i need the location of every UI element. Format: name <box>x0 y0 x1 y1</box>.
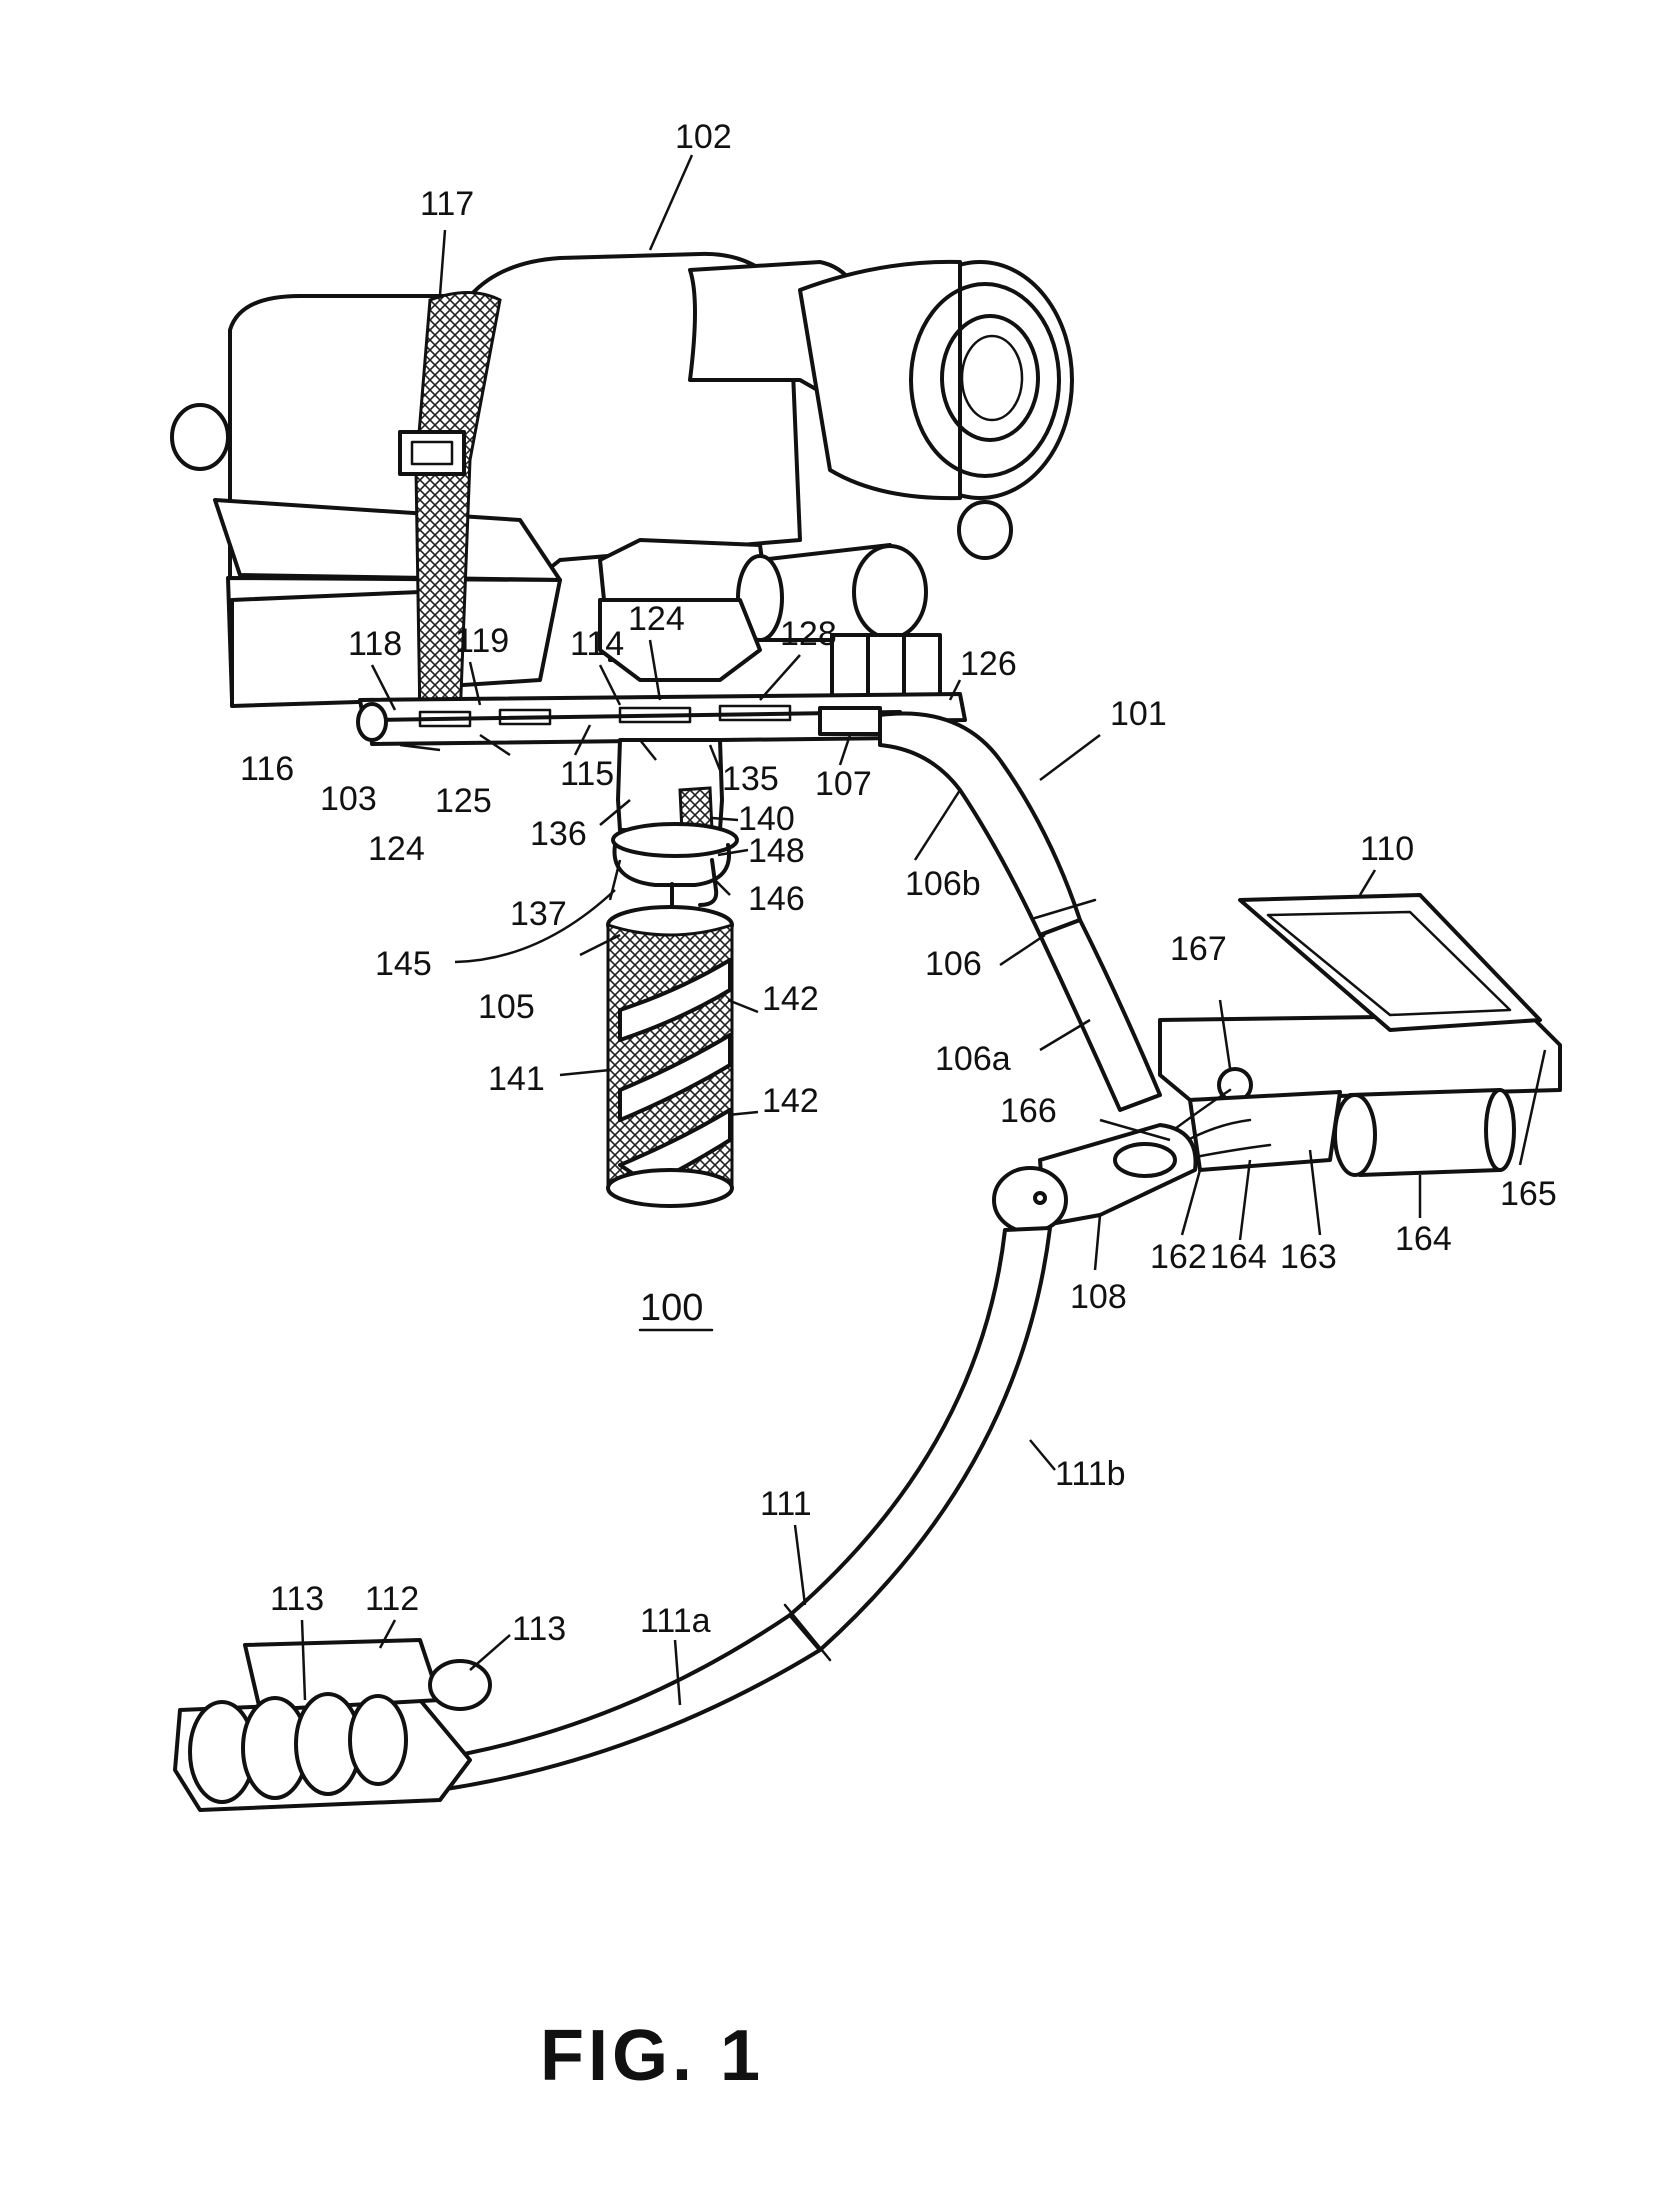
mount-block <box>598 598 762 682</box>
plate-end-knob <box>356 702 388 742</box>
plate-slot-2 <box>498 708 552 726</box>
viewfinder-knob <box>957 500 1013 560</box>
label-106: 106 <box>925 945 982 983</box>
label-112: 112 <box>365 1580 419 1618</box>
label-116: 116 <box>240 750 294 788</box>
label-107: 107 <box>815 765 872 803</box>
label-142-top: 142 <box>762 980 819 1018</box>
label-146: 146 <box>748 880 805 918</box>
label-167: 167 <box>1170 930 1227 968</box>
label-115: 115 <box>560 755 614 793</box>
label-140: 140 <box>738 800 795 838</box>
gimbal-yoke <box>612 843 731 887</box>
lens-barrel-side <box>798 259 962 501</box>
lower-arm-joint <box>783 1603 832 1662</box>
monitor-screen-frame <box>1238 893 1542 1032</box>
lens-ring <box>909 282 1061 478</box>
label-111b: 111b <box>1055 1455 1126 1493</box>
arm-106a <box>1038 918 1162 1112</box>
label-110: 110 <box>1360 830 1414 868</box>
label-164-left: 164 <box>1210 1238 1267 1276</box>
label-125: 125 <box>435 782 492 820</box>
label-163: 163 <box>1280 1238 1337 1276</box>
label-148: 148 <box>748 832 805 870</box>
label-135: 135 <box>722 760 779 798</box>
pivot-bolt <box>1033 1191 1047 1205</box>
label-113-left: 113 <box>270 1580 324 1618</box>
label-103: 103 <box>320 780 377 818</box>
label-108: 108 <box>1070 1278 1127 1316</box>
camera <box>170 251 1074 722</box>
label-102: 102 <box>675 118 732 156</box>
battery-end-right <box>1484 1088 1516 1172</box>
pivot-joint <box>992 1123 1198 1234</box>
label-126: 126 <box>960 645 1017 683</box>
label-162: 162 <box>1150 1238 1207 1276</box>
label-111: 111 <box>760 1485 812 1523</box>
label-145: 145 <box>375 945 432 983</box>
monitor <box>1158 893 1562 1177</box>
camera-rear-knob <box>170 403 230 471</box>
pivot-slot <box>1113 1142 1177 1178</box>
label-114: 114 <box>570 625 624 663</box>
label-166: 166 <box>1000 1092 1057 1130</box>
upper-arm <box>878 711 1162 1112</box>
label-137: 137 <box>510 895 567 933</box>
viewfinder-end <box>852 544 928 640</box>
gimbal-handle-assembly <box>606 738 739 1208</box>
grip-rib-2 <box>618 1033 732 1122</box>
plate-slot-4 <box>718 704 792 722</box>
label-118: 118 <box>348 625 402 663</box>
arm-111a <box>428 1613 822 1792</box>
arm-111b <box>788 1226 1052 1652</box>
lens-glass-inner <box>960 334 1024 422</box>
label-124-bottom: 124 <box>368 830 425 868</box>
battery-end <box>1333 1093 1377 1177</box>
label-105: 105 <box>478 988 535 1026</box>
monitor-screen <box>1266 910 1512 1017</box>
label-111a: 111a <box>640 1602 711 1640</box>
label-119: 119 <box>455 622 509 660</box>
label-113-right: 113 <box>512 1610 566 1648</box>
label-136: 136 <box>530 815 587 853</box>
strap-buckle <box>398 430 466 476</box>
label-128: 128 <box>780 615 837 653</box>
plate-right-clamp <box>818 706 882 736</box>
plate-slot-3 <box>618 706 692 724</box>
handle-bottom <box>606 1168 734 1208</box>
strap-buckle-inner <box>410 440 454 466</box>
label-164-right: 164 <box>1395 1220 1452 1258</box>
mounting-plate <box>356 598 967 746</box>
sled-knob <box>428 1659 492 1711</box>
label-124-top: 124 <box>628 600 685 638</box>
label-117: 117 <box>420 185 474 223</box>
label-101: 101 <box>1110 695 1167 733</box>
gimbal-ring <box>611 822 739 858</box>
figure-caption: FIG. 1 <box>540 2016 764 2096</box>
monitor-mount <box>1188 1090 1342 1172</box>
label-106a: 106a <box>935 1040 1011 1078</box>
reference-labels: 102 117 101 110 118 119 114 124 128 126 … <box>240 118 1557 2096</box>
lower-arm <box>428 1226 1052 1792</box>
assembly-ref: 100 <box>640 1287 703 1329</box>
counterweight-sled <box>173 1638 492 1812</box>
pivot-end-cap <box>992 1166 1068 1234</box>
arm-joint <box>1033 898 1097 920</box>
grip-rib-1 <box>618 958 732 1042</box>
gimbal-arm <box>698 858 719 907</box>
plate-slot-1 <box>418 710 472 728</box>
lens-glass <box>940 314 1040 442</box>
label-141: 141 <box>488 1060 545 1098</box>
label-165: 165 <box>1500 1175 1557 1213</box>
leader-lines <box>300 154 1547 1706</box>
weight-roller-4 <box>348 1694 408 1786</box>
label-142-bottom: 142 <box>762 1082 819 1120</box>
label-106b: 106b <box>905 865 981 903</box>
